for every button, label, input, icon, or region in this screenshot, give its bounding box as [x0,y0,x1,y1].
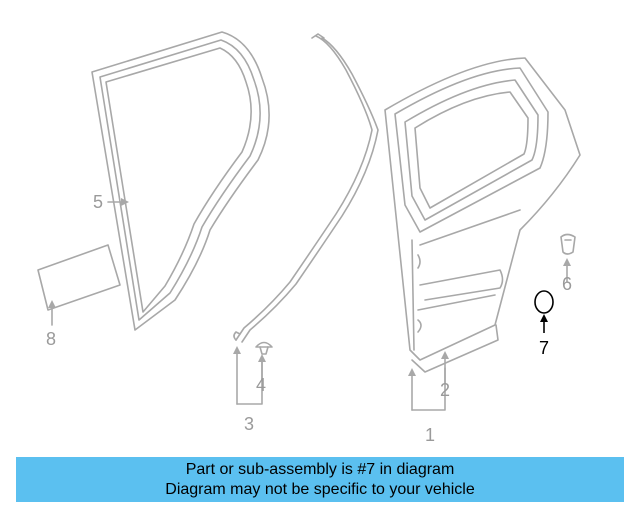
info-banner: Part or sub-assembly is #7 in diagram Di… [16,457,624,502]
bumper-part-6 [560,233,576,255]
callout-4: 4 [256,375,267,395]
banner-line-2: Diagram may not be specific to your vehi… [165,481,475,498]
leader-arrowheads [48,198,571,376]
leader-lines [51,201,568,411]
callout-2: 2 [440,380,451,400]
callout-7: 7 [539,338,550,358]
rear-door-shell-part-1 [384,57,581,373]
callout-3: 3 [244,414,255,434]
banner-line-1: Part or sub-assembly is #7 in diagram [185,461,455,478]
clip-part-4 [255,341,273,355]
callout-5: 5 [93,192,104,212]
callout-1: 1 [425,425,436,445]
parts-diagram [37,31,581,411]
door-weatherstrip-part-5 [91,31,270,331]
insulator-pad-part-8 [37,244,121,311]
callout-6: 6 [562,274,573,294]
body-weatherstrip-part-3 [233,33,379,343]
ring-part-7 [534,290,554,333]
callout-8: 8 [46,329,57,349]
